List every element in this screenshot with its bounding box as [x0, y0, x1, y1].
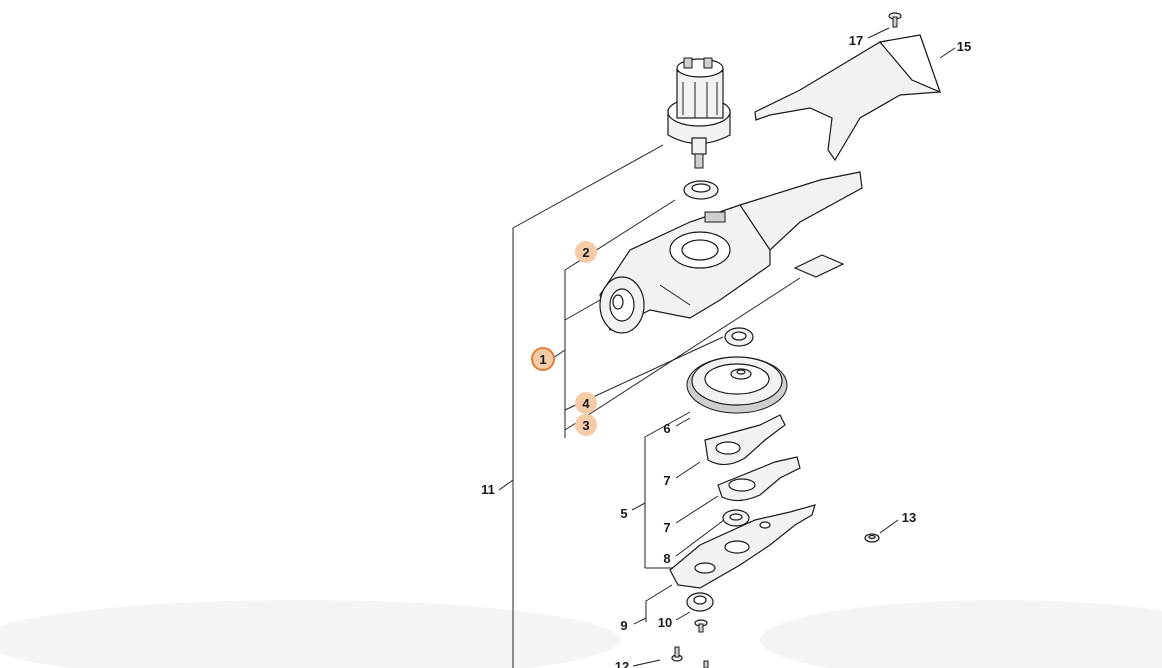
- motor-part[interactable]: [667, 57, 731, 169]
- callout-5[interactable]: 5: [620, 506, 627, 521]
- callout-1[interactable]: 1: [539, 352, 546, 367]
- crank-part[interactable]: [717, 456, 801, 502]
- screw-part[interactable]: [694, 619, 708, 633]
- spur-gear-part[interactable]: [686, 356, 788, 414]
- callout-7[interactable]: 7: [663, 473, 670, 488]
- callout-3[interactable]: 3: [582, 418, 589, 433]
- callout-13[interactable]: 13: [902, 510, 916, 525]
- callout-4[interactable]: 4: [582, 396, 590, 411]
- guide-plate-part[interactable]: [669, 504, 816, 589]
- callout-4-highlight: [575, 392, 597, 414]
- bearing-part[interactable]: [686, 592, 714, 612]
- leader-lines: [498, 27, 956, 668]
- callout-6[interactable]: 6: [663, 421, 670, 436]
- bearing-part[interactable]: [683, 180, 719, 200]
- background-shade: [760, 600, 1162, 668]
- callout-10[interactable]: 10: [658, 615, 672, 630]
- callout-8[interactable]: 8: [663, 551, 670, 566]
- callout-12[interactable]: 12: [615, 659, 629, 668]
- callout-1-highlight: [531, 347, 555, 371]
- screw-part[interactable]: [703, 660, 709, 668]
- screw-part[interactable]: [888, 12, 902, 28]
- callout-2-highlight: [575, 241, 597, 263]
- callout-17[interactable]: 17: [849, 33, 863, 48]
- handle-part[interactable]: [754, 34, 942, 162]
- gear-housing-part[interactable]: [599, 171, 863, 334]
- screw-part[interactable]: [671, 646, 683, 662]
- washer-part[interactable]: [864, 533, 880, 543]
- background-shade: [0, 600, 620, 668]
- callout-2[interactable]: 2: [582, 245, 589, 260]
- callout-15[interactable]: 15: [957, 39, 971, 54]
- callout-7[interactable]: 7: [663, 520, 670, 535]
- callout-11[interactable]: 11: [481, 482, 495, 497]
- callout-9[interactable]: 9: [620, 618, 627, 633]
- bearing-part[interactable]: [724, 327, 754, 347]
- gasket-part[interactable]: [793, 254, 845, 278]
- bearing-part[interactable]: [722, 509, 750, 527]
- callout-3-highlight: [575, 414, 597, 436]
- crank-part[interactable]: [704, 414, 786, 466]
